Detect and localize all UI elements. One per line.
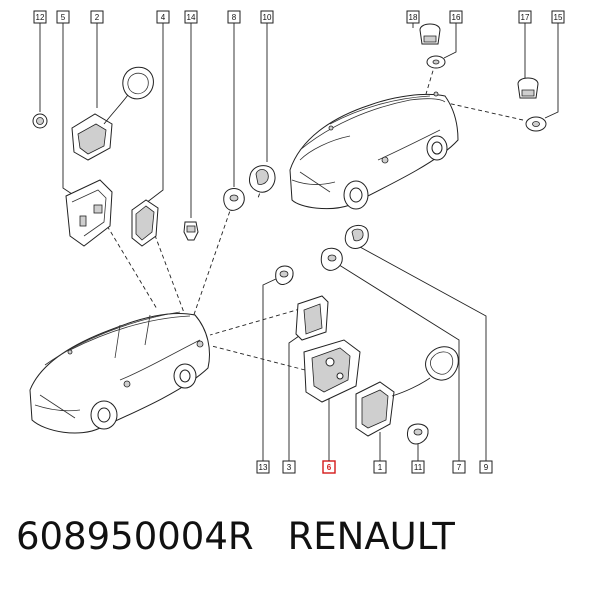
part-5-bracket (65, 179, 113, 247)
leader-lines-top (39, 23, 559, 218)
callout-10: 10 (260, 10, 274, 24)
svg-text:13: 13 (259, 463, 268, 472)
part-2-fuel-flap-housing (71, 66, 154, 161)
callout-18: 18 (406, 10, 420, 24)
svg-text:15: 15 (554, 13, 563, 22)
part-14-clip (183, 221, 199, 241)
part-18-clip (419, 23, 441, 45)
part-10-plug (249, 165, 276, 193)
leader-lines-bottom (262, 246, 487, 461)
part-9-plug (344, 225, 369, 249)
footer-caption: 608950004R RENAULT (16, 515, 455, 565)
callout-4: 4 (156, 10, 170, 24)
svg-text:3: 3 (287, 463, 292, 472)
svg-text:12: 12 (36, 13, 45, 22)
part-16-washer (426, 55, 446, 69)
callout-5: 5 (56, 10, 70, 24)
svg-text:2: 2 (95, 13, 100, 22)
svg-text:7: 7 (457, 463, 462, 472)
estate-car-illustration (29, 311, 210, 434)
callout-17: 17 (518, 10, 532, 24)
svg-text:5: 5 (61, 13, 66, 22)
part-13-cap (275, 265, 294, 285)
callout-3: 3 (282, 460, 296, 474)
brand-name: RENAULT (287, 515, 455, 558)
svg-text:4: 4 (161, 13, 166, 22)
svg-text:6: 6 (327, 463, 332, 472)
callout-8: 8 (227, 10, 241, 24)
callout-7: 7 (452, 460, 466, 474)
part-3-cover (295, 295, 329, 341)
svg-text:14: 14 (187, 13, 196, 22)
svg-text:17: 17 (521, 13, 530, 22)
callout-2: 2 (90, 10, 104, 24)
part-1-lock-actuator (355, 346, 459, 437)
svg-text:10: 10 (263, 13, 272, 22)
callout-13: 13 (256, 460, 270, 474)
part-8-cap (223, 188, 245, 211)
part-17-clip (517, 77, 539, 99)
part-4-insert (131, 199, 159, 247)
part-11-grommet (407, 423, 429, 445)
callout-14: 14 (184, 10, 198, 24)
callout-16: 16 (449, 10, 463, 24)
part-number: 608950004R (16, 515, 254, 558)
svg-text:8: 8 (232, 13, 237, 22)
svg-text:9: 9 (484, 463, 489, 472)
parts-diagram: 12 5 2 4 14 8 10 18 16 17 15 13 (29, 10, 565, 474)
part-12-grommet (32, 113, 48, 129)
callout-15: 15 (551, 10, 565, 24)
svg-text:18: 18 (409, 13, 418, 22)
svg-text:11: 11 (414, 463, 423, 472)
callout-6-highlighted: 6 (322, 460, 336, 474)
part-7-cap (320, 247, 343, 271)
callout-11: 11 (411, 460, 425, 474)
callout-9: 9 (479, 460, 493, 474)
svg-text:1: 1 (378, 463, 383, 472)
coupe-car-illustration (289, 91, 459, 210)
callout-12: 12 (33, 10, 47, 24)
part-6-mechanism (303, 339, 361, 403)
part-15-washer (525, 116, 547, 132)
callout-1: 1 (373, 460, 387, 474)
svg-text:16: 16 (452, 13, 461, 22)
